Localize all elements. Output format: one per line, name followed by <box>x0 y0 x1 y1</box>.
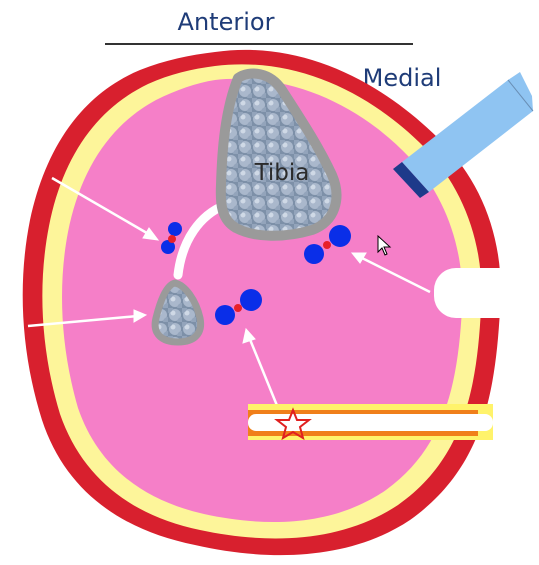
neurovascular-bundle-posterior-tibial <box>304 225 351 264</box>
mouse-cursor-icon <box>377 234 392 256</box>
pointer-arrows <box>27 176 431 409</box>
fibula-bone <box>151 279 205 346</box>
tibia-bone <box>215 68 342 241</box>
star-icon <box>274 407 312 441</box>
needle-bar <box>248 404 493 440</box>
anterior-label: Anterior <box>178 8 275 36</box>
neurovascular-bundle-anterior <box>161 222 182 254</box>
tibia-label: Tibia <box>254 160 310 186</box>
ultrasound-probe-icon <box>393 72 534 198</box>
medial-label: Medial <box>363 64 442 92</box>
label-placeholder-right <box>434 268 539 318</box>
neurovascular-bundle-peroneal <box>215 289 262 325</box>
